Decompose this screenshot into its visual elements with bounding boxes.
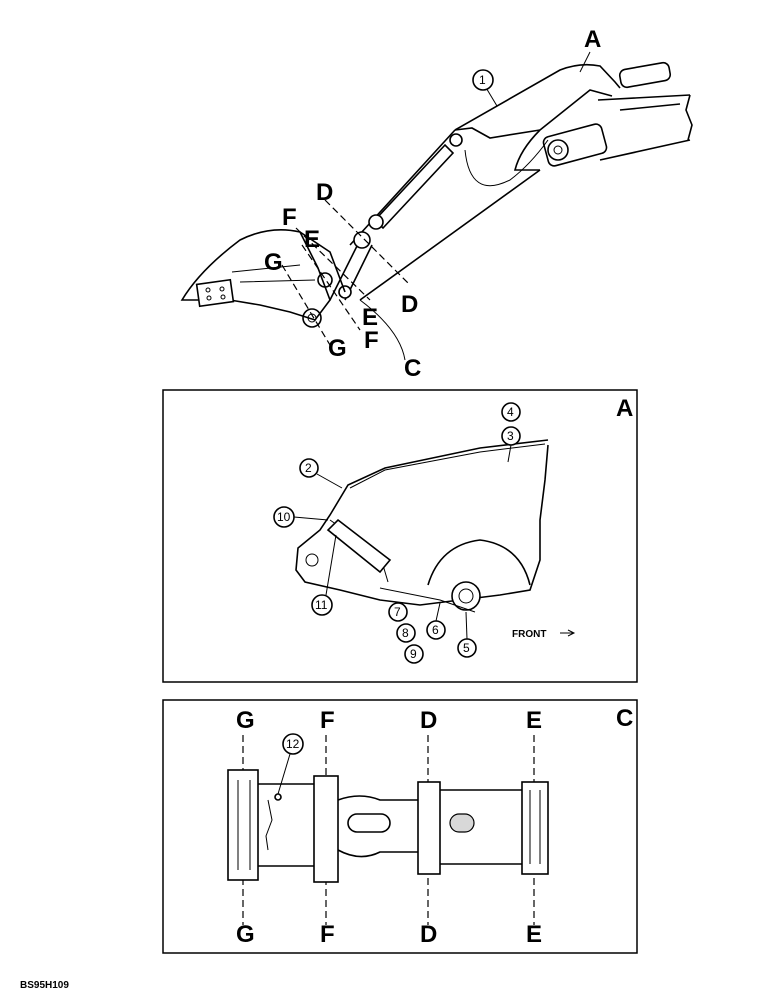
callout-2-circle [299, 458, 319, 478]
overview-label-a: A [584, 26, 601, 53]
callout-11-circle [311, 594, 333, 616]
callout-9-circle [404, 644, 424, 664]
detail-c-title: C [616, 705, 633, 732]
detail-c-frame [162, 699, 638, 954]
callout-6: 6 [432, 623, 439, 637]
overview-label-g-bottom: G [328, 335, 347, 362]
callout-4: 4 [507, 405, 514, 419]
callout-8-circle [396, 623, 416, 643]
callout-8: 8 [402, 626, 409, 640]
detail-a-illustration [295, 439, 549, 613]
overview-label-f-top: F [282, 204, 297, 231]
front-arrow-icon [560, 629, 576, 637]
overview-label-e-top: E [304, 226, 320, 253]
callout-12: 12 [286, 737, 300, 751]
callout-1: 1 [479, 73, 486, 87]
callout-7-circle [388, 602, 408, 622]
callout-4-circle [501, 402, 521, 422]
callout-10: 10 [277, 510, 291, 524]
section-top-g: G [236, 707, 255, 734]
overview-label-e-bottom: E [362, 304, 378, 331]
overview-label-g-top: G [264, 249, 283, 276]
section-bottom-e: E [526, 921, 542, 948]
callout-5: 5 [463, 641, 470, 655]
callout-1-circle [472, 69, 494, 91]
front-label: FRONT [512, 629, 546, 640]
callout-7: 7 [394, 605, 401, 619]
section-bottom-f: F [320, 921, 335, 948]
callout-2: 2 [305, 461, 312, 475]
section-bottom-g: G [236, 921, 255, 948]
detail-a-title: A [616, 395, 633, 422]
overview-label-c: C [404, 355, 421, 382]
section-top-d: D [420, 707, 437, 734]
section-bottom-d: D [420, 921, 437, 948]
overview-label-f-bottom: F [364, 327, 379, 354]
section-top-f: F [320, 707, 335, 734]
callout-9: 9 [410, 647, 417, 661]
overview-label-d-bottom: D [401, 291, 418, 318]
detail-a-frame [162, 389, 638, 683]
detail-c-illustration [227, 735, 549, 925]
overview-illustration [180, 51, 693, 361]
overview-label-d-top: D [316, 179, 333, 206]
figure-code: BS95H109 [20, 980, 69, 991]
callout-3: 3 [507, 429, 514, 443]
callout-11: 11 [315, 598, 328, 612]
section-top-e: E [526, 707, 542, 734]
callout-12-circle [282, 733, 304, 755]
